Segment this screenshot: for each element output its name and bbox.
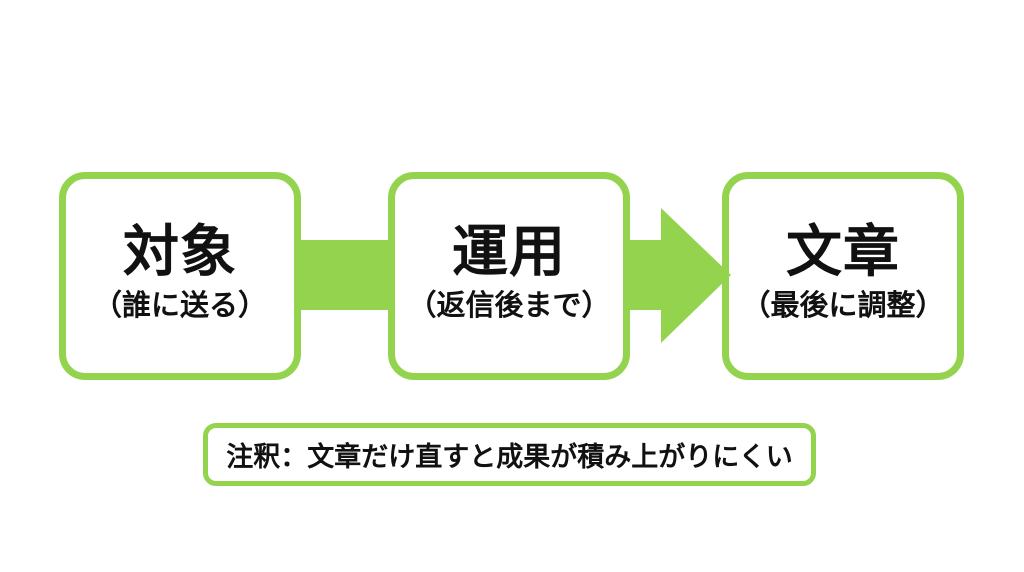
connector-bar-icon [296,240,392,310]
note-box: 注釈：文章だけ直すと成果が積み上がりにくい [203,423,816,486]
step-box-text: 文章 （最後に調整） [722,172,964,380]
step-subtitle: （誰に送る） [92,289,267,322]
arrow-tail-icon [627,240,662,310]
step-subtitle: （最後に調整） [741,289,945,322]
arrow-right-icon [661,208,731,343]
step-subtitle: （返信後まで） [407,289,611,322]
step-title: 文章 [786,219,900,283]
step-title: 対象 [123,219,237,283]
step-title: 運用 [452,219,566,283]
note-text: 注釈：文章だけ直すと成果が積み上がりにくい [226,442,793,472]
step-box-operation: 運用 （返信後まで） [388,172,630,380]
step-box-target: 対象 （誰に送る） [59,172,301,380]
